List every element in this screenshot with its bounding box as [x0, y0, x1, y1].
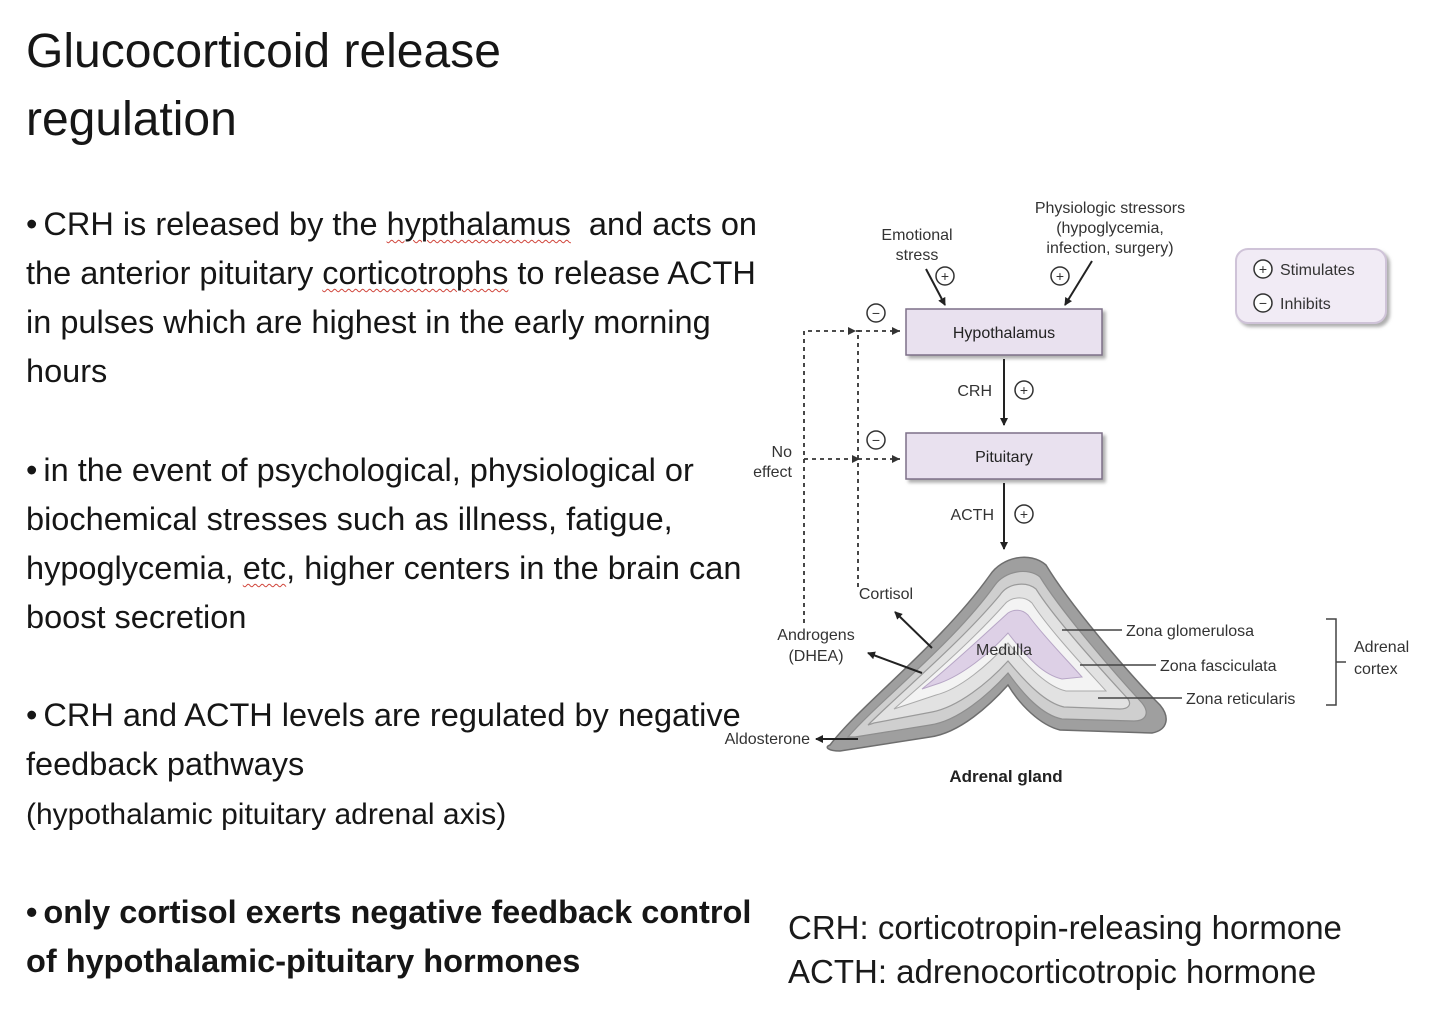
bullet-dot: •: [26, 206, 38, 242]
abbreviation-legend: CRH: corticotropin-releasing hormone ACT…: [788, 906, 1428, 994]
medulla-region: [921, 609, 1084, 690]
plus-sign-icon: +: [935, 266, 955, 286]
medulla-label: Medulla: [976, 642, 1032, 659]
adrenal-gland: [826, 556, 1167, 752]
feedback-lines: [803, 330, 900, 623]
bullet-negative-feedback: •CRH and ACTH levels are regulated by ne…: [26, 691, 766, 839]
adrenal-cortex-label: cortex: [1354, 661, 1398, 678]
androgens-arrow: [867, 651, 923, 674]
physiologic-stressors-label: (hypoglycemia,: [1056, 220, 1164, 237]
svg-text:Hypothalamus: Hypothalamus: [953, 325, 1055, 342]
no-effect-label: effect: [753, 464, 792, 481]
legend-stimulates: Stimulates: [1280, 262, 1355, 279]
zona-glomerulosa-label: Zona glomerulosa: [1126, 623, 1254, 640]
cortisol-label: Cortisol: [859, 586, 913, 603]
bullet-text: to release ACTH in pulses which are high…: [26, 255, 756, 389]
svg-text:+: +: [1259, 261, 1267, 277]
physiologic-stressors-label: Physiologic stressors: [1035, 200, 1185, 217]
bullet-dot: •: [26, 452, 38, 488]
zona-fasciculata-label: Zona fasciculata: [1160, 658, 1277, 675]
cortex-bracket: [1326, 618, 1337, 706]
svg-text:+: +: [1020, 506, 1028, 522]
adrenal-gland-caption: Adrenal gland: [949, 767, 1062, 786]
physiologic-stressors-label: infection, surgery): [1046, 240, 1173, 257]
emotional-stress-label: stress: [896, 247, 939, 264]
hypothalamus-box: Hypothalamus: [905, 308, 1103, 356]
crh-label: CRH: [957, 383, 992, 400]
cortisol-arrow: [894, 611, 933, 649]
svg-text:+: +: [941, 268, 949, 284]
svg-text:−: −: [872, 432, 880, 448]
hpa-axis-diagram: Emotional stress Physiologic stressors (…: [725, 200, 1410, 786]
bullet-text: CRH and ACTH levels are regulated by neg…: [26, 697, 741, 782]
plus-sign-icon: [1253, 259, 1273, 279]
pituitary-box: Pituitary: [905, 432, 1103, 480]
bullet-dot: •: [26, 697, 38, 733]
spellcheck-word: etc: [242, 550, 287, 586]
no-effect-label: No: [772, 444, 793, 461]
bullet-crh-release: •CRH is released by the hypthalamus and …: [26, 200, 766, 396]
plus-sign-icon: +: [1014, 380, 1034, 400]
svg-text:−: −: [872, 305, 880, 321]
bullet-text: only cortisol exerts negative feedback c…: [26, 894, 752, 979]
minus-sign-icon: [1253, 293, 1273, 313]
emotional-stress-label: Emotional: [881, 227, 952, 244]
adrenal-cortex-label: Adrenal: [1354, 639, 1409, 656]
bullet-text: , higher centers in the brain can boost …: [26, 550, 742, 635]
bullet-text: and acts on the anterior pituitary: [26, 206, 767, 291]
androgens-label: (DHEA): [788, 648, 843, 665]
stress-arrow: [925, 268, 946, 306]
plus-sign-icon: +: [1050, 266, 1070, 286]
slide-title: Glucocorticoid release regulation: [26, 25, 501, 146]
bullet-dot: •: [26, 894, 38, 930]
legend: + Stimulates − Inhibits: [1235, 248, 1387, 324]
bullet-text: CRH is released by the: [43, 206, 387, 242]
abbrev-acth: ACTH: adrenocorticotropic hormone: [788, 953, 1317, 990]
bullet-text: in the event of psychological, physiolog…: [26, 452, 694, 586]
spellcheck-word: hypthalamus: [386, 206, 571, 242]
bullet-note: (hypothalamic pituitary adrenal axis): [26, 798, 507, 831]
svg-text:−: −: [1259, 295, 1267, 311]
aldosterone-label: Aldosterone: [725, 731, 810, 748]
plus-sign-icon: +: [1014, 504, 1034, 524]
svg-text:+: +: [1056, 268, 1064, 284]
acth-label: ACTH: [950, 507, 994, 524]
abbrev-crh: CRH: corticotropin-releasing hormone: [788, 909, 1342, 946]
spellcheck-word: corticotrophs: [322, 255, 509, 291]
bullet-cortisol-feedback: •only cortisol exerts negative feedback …: [26, 888, 766, 986]
minus-sign-icon: −: [866, 303, 886, 323]
androgens-label: Androgens: [777, 627, 854, 644]
zona-reticularis-label: Zona reticularis: [1186, 691, 1295, 708]
stress-arrow: [1064, 260, 1093, 306]
svg-text:+: +: [1020, 382, 1028, 398]
svg-text:Pituitary: Pituitary: [975, 449, 1033, 466]
legend-inhibits: Inhibits: [1280, 296, 1331, 313]
minus-sign-icon: −: [866, 430, 886, 450]
bullet-stress-response: •in the event of psychological, physiolo…: [26, 446, 766, 642]
